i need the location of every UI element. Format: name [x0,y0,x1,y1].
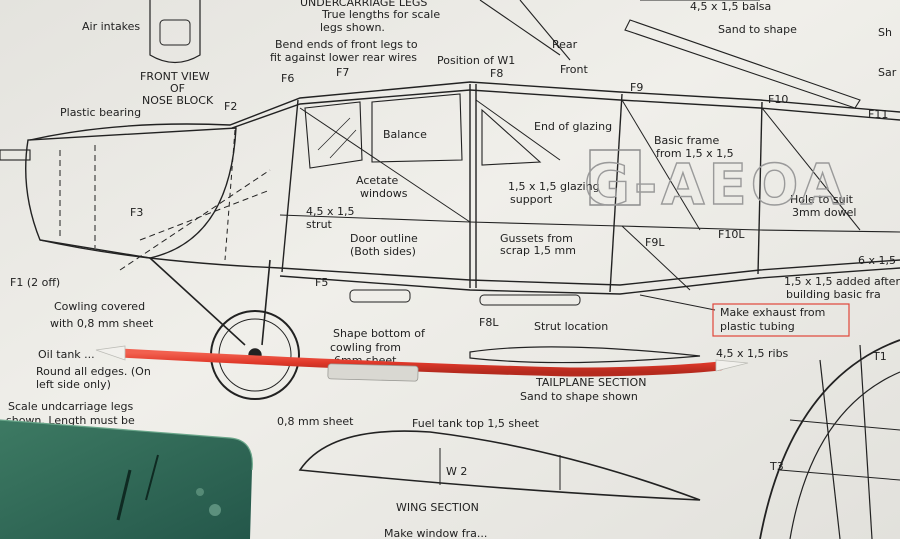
label-glazing-support-1: 1,5 x 1,5 glazing [508,180,600,193]
label-sheet-08: 0,8 mm sheet [277,415,354,428]
label-door-1: Door outline [350,232,418,245]
label-bottom-text: Make window fra... [384,527,487,539]
label-six-x: 6 x 1,5 [858,254,896,267]
cutting-mat [0,419,253,539]
label-f6: F6 [281,72,294,85]
label-strut-location: Strut location [534,320,608,333]
label-sand-to-shape-top: Sand to shape [718,23,797,36]
label-strut-1: 4,5 x 1,5 [306,205,355,218]
label-tailplane: TAILPLANE SECTION [535,376,646,389]
label-hole-1: Hole to suit [790,193,854,206]
label-acetate-1: Acetate [356,174,399,187]
label-oil-tank-1: Oil tank ... [38,348,95,361]
label-f2: F2 [224,100,237,113]
label-front-view-2: OF [170,82,185,95]
label-front-view-1: FRONT VIEW [140,70,210,83]
label-f5: F5 [315,276,328,289]
label-front: Front [560,63,589,76]
label-bend-ends-2: fit against lower rear wires [270,51,417,64]
label-shape-bottom-2: cowling from [330,341,401,354]
label-position-w1: Position of W1 [437,54,515,67]
label-door-2: (Both sides) [350,245,416,258]
label-strut-2: strut [306,218,333,231]
label-rear: Rear [552,38,578,51]
label-added-2: building basic fra [786,288,881,301]
label-true-lengths: True lengths for scale [321,8,440,21]
label-f8l: F8L [479,316,499,329]
label-gussets-1: Gussets from [500,232,573,245]
label-oil-tank-2: Round all edges. (On [36,365,151,378]
label-f8: F8 [490,67,503,80]
plan-labels: Air intakes UNDERCARRIAGE LEGS True leng… [6,0,900,539]
label-added-1: 1,5 x 1,5 added after [784,275,900,288]
label-sh: Sh [878,26,892,39]
label-f11: F11 [868,108,888,121]
label-end-of-glazing: End of glazing [534,120,612,133]
label-fuel-tank: Fuel tank top 1,5 sheet [412,417,540,430]
label-balance: Balance [383,128,427,141]
label-hole-2: 3mm dowel [792,206,856,219]
label-exhaust-1: Make exhaust from [720,306,825,319]
label-f7: F7 [336,66,349,79]
label-sar: Sar [878,66,897,79]
label-air-intakes: Air intakes [82,20,140,33]
label-cowling-2: with 0,8 mm sheet [50,317,154,330]
label-acetate-2: windows [360,187,408,200]
label-plastic-bearing: Plastic bearing [60,106,141,119]
label-shape-bottom-1: Shape bottom of [333,327,426,340]
label-w2: W 2 [446,465,467,478]
label-scale-uc-1: Scale undcarriage legs [8,400,134,413]
label-balsa-45: 4,5 x 1,5 balsa [690,0,771,13]
label-f1: F1 (2 off) [10,276,60,289]
registration-lettering: G-AEOA [584,153,848,218]
label-gussets-2: scrap 1,5 mm [500,244,576,257]
label-f9: F9 [630,81,643,94]
label-legs-shown: legs shown. [320,21,385,34]
exhaust-tube [95,345,749,382]
label-front-view-3: NOSE BLOCK [142,94,214,107]
label-sand-to-shape-shown: Sand to shape shown [520,390,638,403]
exhaust-note-highlight [712,303,850,337]
label-bend-ends-1: Bend ends of front legs to [275,38,418,51]
label-t3: T3 [769,460,784,473]
label-glazing-support-2: support [510,193,553,206]
label-cowling-1: Cowling covered [54,300,145,313]
label-f9l: F9L [645,236,665,249]
label-ribs: 4,5 x 1,5 ribs [716,347,789,360]
label-exhaust-2: plastic tubing [720,320,795,333]
label-f3: F3 [130,206,143,219]
label-f10l: F10L [718,228,745,241]
label-undercarriage-legs: UNDERCARRIAGE LEGS [300,0,427,9]
label-wing-section: WING SECTION [396,501,479,514]
label-f10: F10 [768,93,788,106]
label-t1: T1 [872,350,887,363]
label-basic-frame-2: from 1,5 x 1,5 [656,147,734,160]
label-basic-frame-1: Basic frame [654,134,719,147]
label-oil-tank-3: left side only) [36,378,111,391]
